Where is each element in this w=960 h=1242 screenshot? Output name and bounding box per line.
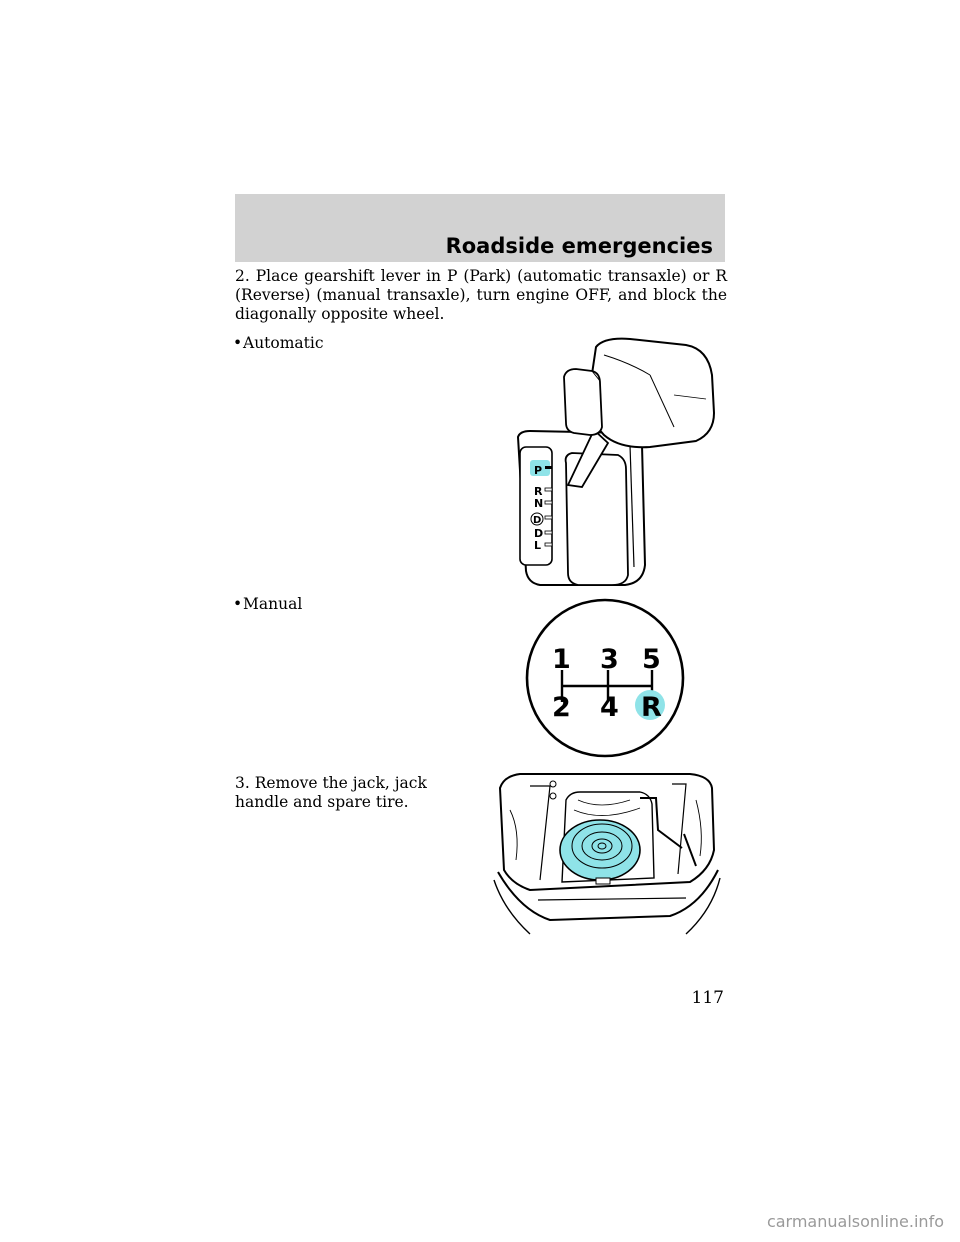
bullet-automatic-label: Automatic <box>243 334 324 352</box>
gear-3-label: 3 <box>600 644 619 675</box>
gear-2-label: 2 <box>552 692 571 723</box>
gear-label-n: N <box>534 497 543 510</box>
gear-label-l: L <box>534 539 541 552</box>
gear-5-label: 5 <box>642 644 661 675</box>
section-header-band: Roadside emergencies <box>235 194 725 262</box>
gear-1-label: 1 <box>552 644 571 675</box>
gear-label-r: R <box>534 485 543 498</box>
spare-tire-trunk-illustration <box>493 773 721 935</box>
bullet-manual: •Manual <box>233 595 302 614</box>
bullet-automatic: •Automatic <box>233 334 324 353</box>
gear-4-label: 4 <box>600 692 619 723</box>
bullet-manual-label: Manual <box>243 595 303 613</box>
footer-watermark[interactable]: carmanualsonline.info <box>766 1212 944 1231</box>
gear-reverse-label: R <box>641 692 662 723</box>
manual-shift-pattern-illustration: 1 3 5 2 4 R <box>525 598 685 758</box>
bullet-dot: • <box>233 595 243 613</box>
section-title: Roadside emergencies <box>445 234 713 258</box>
step-3-text: 3. Remove the jack, jack handle and spar… <box>235 774 427 811</box>
gear-label-p: P <box>534 464 542 477</box>
automatic-gearshift-illustration: P R N D D L <box>516 337 716 586</box>
step-2-text: 2. Place gearshift lever in P (Park) (au… <box>235 267 727 323</box>
gear-label-overdrive: D <box>533 515 541 526</box>
bullet-dot: • <box>233 334 243 352</box>
gear-label-d: D <box>534 527 543 540</box>
page-number: 117 <box>691 988 724 1008</box>
